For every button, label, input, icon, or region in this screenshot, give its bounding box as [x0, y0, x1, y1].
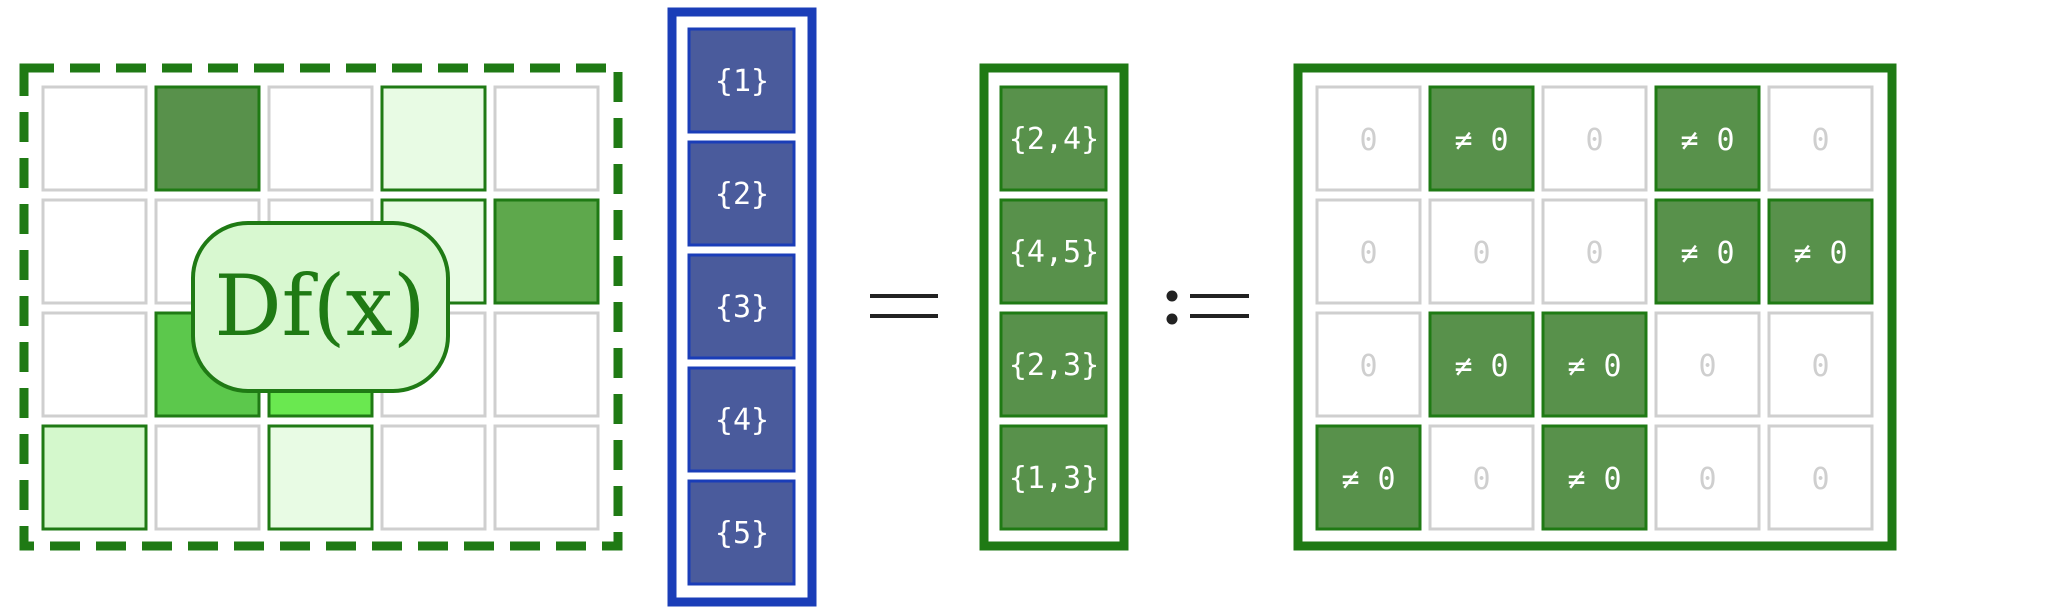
seed-cell-3: [687, 253, 796, 360]
compressed-cell-3: [999, 311, 1108, 418]
seed-cells: {1} {2} {3} {4} {5}: [687, 27, 796, 586]
seed-vector-border: [667, 7, 817, 607]
pattern-value-1-3: 0: [1585, 123, 1603, 158]
sparsity-pattern-matrix: 0 ≠ 0 0 ≠ 0 0 0 0 0 ≠ 0 ≠ 0 0 ≠ 0 ≠ 0 0 0 ≠ 0 0 ≠ 0 0 0: [1293, 63, 1897, 551]
pattern-value-1-2: ≠ 0: [1454, 123, 1508, 158]
pattern-value-4-2: 0: [1472, 462, 1490, 497]
pattern-cell-3-5: [1767, 311, 1874, 418]
jacobian-cell-2-5: [493, 198, 600, 305]
seed-label-1: {1}: [715, 64, 769, 99]
jacobian-matrix: Df(x): [19, 63, 623, 551]
seed-cell-1: [687, 27, 796, 134]
compressed-vector: {2,4} {4,5} {2,3} {1,3}: [979, 63, 1129, 551]
pattern-value-2-5: ≠ 0: [1793, 236, 1847, 271]
pattern-value-3-5: 0: [1811, 349, 1829, 384]
compressed-vector-border: [979, 63, 1129, 551]
pattern-cell-2-4: [1654, 198, 1761, 305]
pattern-cell-4-4: [1654, 424, 1761, 531]
pattern-cell-2-1: [1315, 198, 1422, 305]
pattern-cell-1-2: [1428, 85, 1535, 192]
seed-cell-4: [687, 366, 796, 473]
pattern-value-2-1: 0: [1359, 236, 1377, 271]
define-symbol: :=: [1166, 290, 1249, 325]
pattern-value-3-1: 0: [1359, 349, 1377, 384]
compressed-cell-1: [999, 85, 1108, 192]
jacobian-cell-4-4: [380, 424, 487, 531]
pattern-cell-2-5: [1767, 198, 1874, 305]
pattern-value-4-4: 0: [1698, 462, 1716, 497]
jacobian-cell-3-5: [493, 311, 600, 418]
seed-label-4: {4}: [715, 403, 769, 438]
pattern-cell-2-2: [1428, 198, 1535, 305]
pattern-cell-4-2: [1428, 424, 1535, 531]
pattern-cells: 0 ≠ 0 0 ≠ 0 0 0 0 0 ≠ 0 ≠ 0 0 ≠ 0 ≠ 0 0 0 ≠ 0 0 ≠ 0 0 0: [1315, 85, 1874, 531]
pattern-value-3-3: ≠ 0: [1567, 349, 1621, 384]
pattern-cell-3-4: [1654, 311, 1761, 418]
pattern-cell-1-4: [1654, 85, 1761, 192]
jacobian-cell-4-5: [493, 424, 600, 531]
compressed-cell-2: [999, 198, 1108, 305]
jacobian-cell-1-1: [41, 85, 148, 192]
jacobian-cells: [41, 85, 600, 531]
pattern-value-1-4: ≠ 0: [1680, 123, 1734, 158]
jacobian-cell-4-2: [154, 424, 261, 531]
pattern-value-3-2: ≠ 0: [1454, 349, 1508, 384]
pattern-cell-2-3: [1541, 198, 1648, 305]
compressed-label-3: {2,3}: [1009, 348, 1099, 383]
pattern-cell-4-3: [1541, 424, 1648, 531]
seed-vector: {1} {2} {3} {4} {5}: [667, 7, 817, 607]
pattern-cell-1-5: [1767, 85, 1874, 192]
pattern-cell-4-5: [1767, 424, 1874, 531]
jacobian-cell-1-3: [267, 85, 374, 192]
jacobian-cell-4-3: [267, 424, 374, 531]
jacobian-cell-3-1: [41, 311, 148, 418]
compressed-label-1: {2,4}: [1009, 122, 1099, 157]
pattern-value-4-3: ≠ 0: [1567, 462, 1621, 497]
pattern-cell-1-1: [1315, 85, 1422, 192]
seed-label-5: {5}: [715, 516, 769, 551]
compressed-cell-4: [999, 424, 1108, 531]
compressed-cells: {2,4} {4,5} {2,3} {1,3}: [999, 85, 1108, 531]
jacobian-label: Df(x): [214, 257, 425, 355]
jacobian-dashed-border: [19, 63, 623, 551]
pattern-value-1-5: 0: [1811, 123, 1829, 158]
pattern-value-4-1: ≠ 0: [1341, 462, 1395, 497]
pattern-value-4-5: 0: [1811, 462, 1829, 497]
pattern-cell-1-3: [1541, 85, 1648, 192]
compressed-label-2: {4,5}: [1009, 235, 1099, 270]
pattern-cell-3-3: [1541, 311, 1648, 418]
pattern-border: [1293, 63, 1897, 551]
pattern-cell-3-2: [1428, 311, 1535, 418]
equals-sign: =: [870, 294, 938, 318]
jacobian-cell-1-5: [493, 85, 600, 192]
pattern-cell-4-1: [1315, 424, 1422, 531]
seed-cell-2: [687, 140, 796, 247]
seed-cell-5: [687, 479, 796, 586]
pattern-value-2-2: 0: [1472, 236, 1490, 271]
jacobian-cell-1-2: [154, 85, 261, 192]
seed-label-2: {2}: [715, 177, 769, 212]
pattern-cell-3-1: [1315, 311, 1422, 418]
pattern-value-1-1: 0: [1359, 123, 1377, 158]
compressed-label-4: {1,3}: [1009, 461, 1099, 496]
jacobian-cell-2-1: [41, 198, 148, 305]
seed-label-3: {3}: [715, 290, 769, 325]
jacobian-cell-4-1: [41, 424, 148, 531]
jacobian-label-background: [191, 221, 450, 393]
jacobian-cell-1-4: [380, 85, 487, 192]
jacobian-label-box: Df(x): [191, 221, 450, 393]
pattern-value-2-4: ≠ 0: [1680, 236, 1734, 271]
pattern-value-2-3: 0: [1585, 236, 1603, 271]
pattern-value-3-4: 0: [1698, 349, 1716, 384]
